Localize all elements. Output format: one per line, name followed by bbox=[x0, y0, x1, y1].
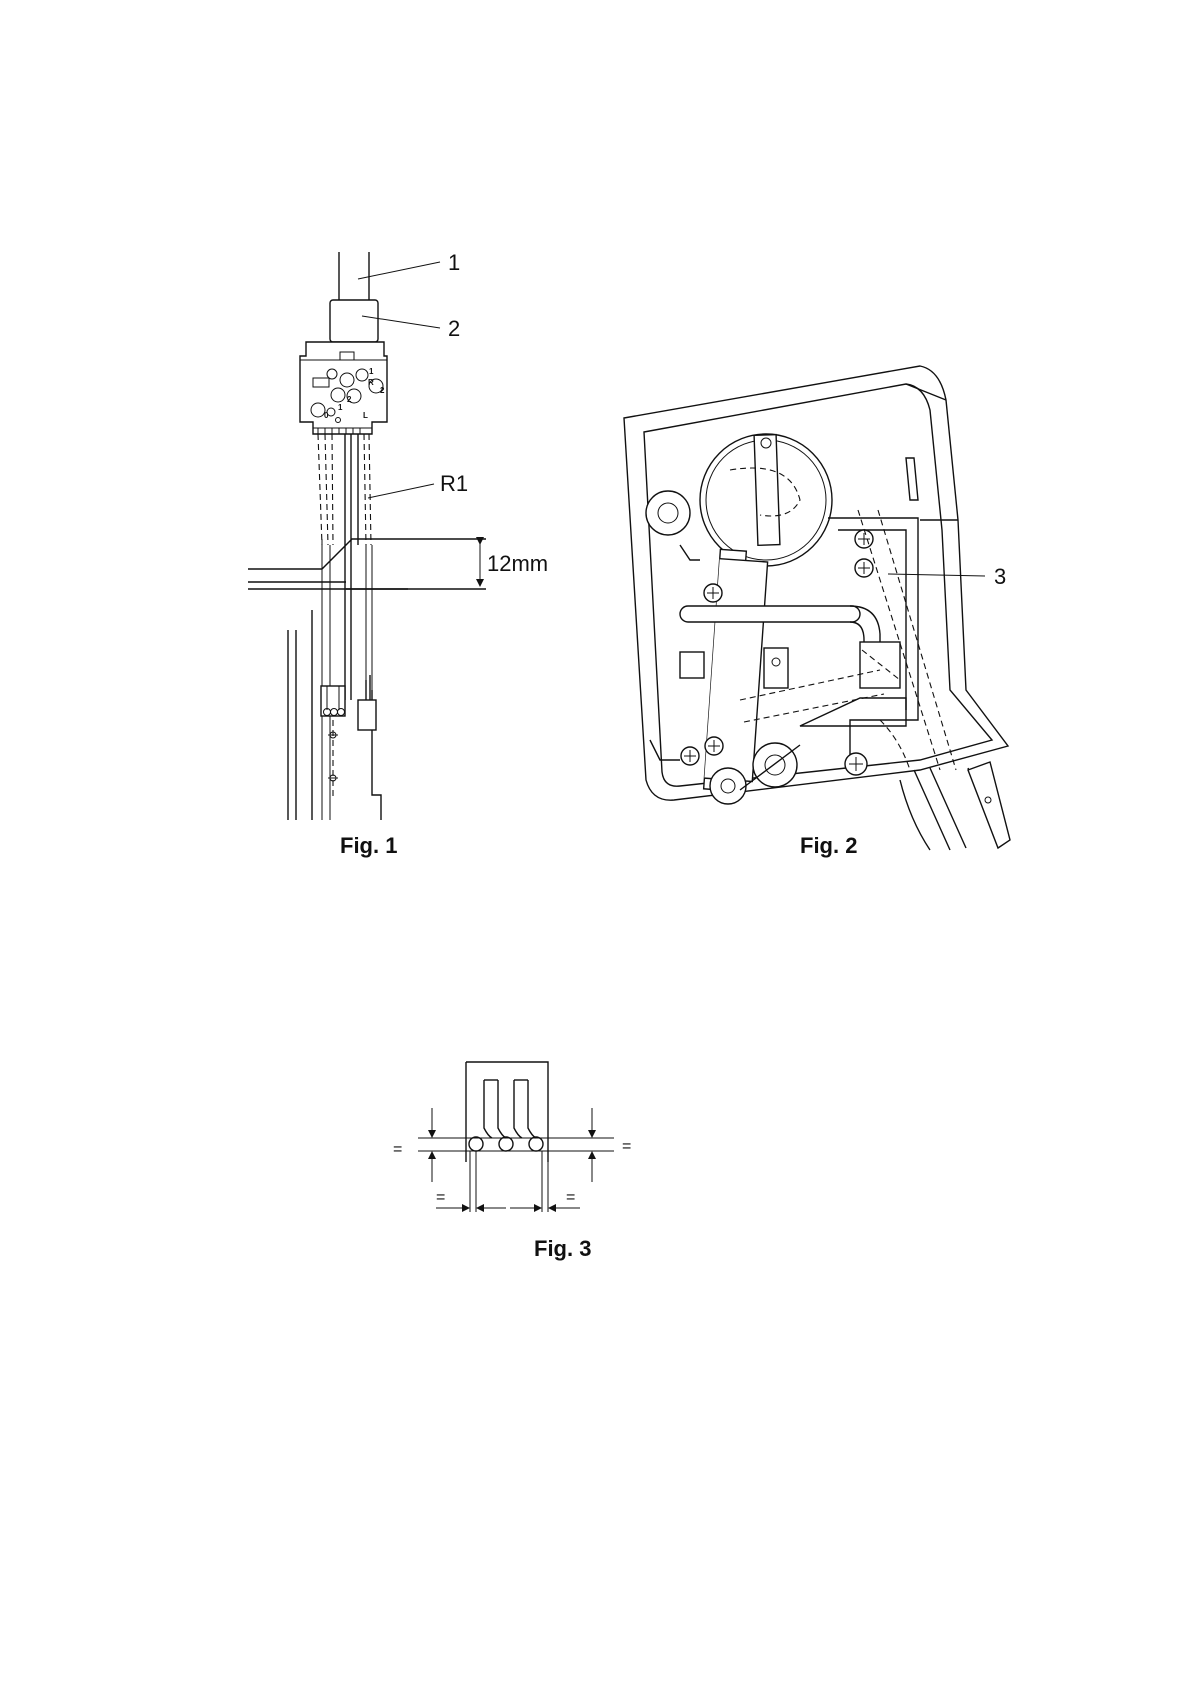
screw-3 bbox=[704, 584, 722, 602]
figure-2-caption: Fig. 2 bbox=[800, 833, 857, 858]
dial-label-r: R bbox=[368, 378, 374, 387]
figure-3-caption: Fig. 3 bbox=[534, 1236, 591, 1261]
vertical-offset-arrows bbox=[432, 1108, 592, 1182]
screw-4 bbox=[705, 737, 723, 755]
left-pulley bbox=[646, 491, 690, 535]
figure-3-foot-alignment: = = = = Fig. 3 bbox=[393, 1062, 631, 1261]
needle-clamp bbox=[330, 300, 378, 342]
dimension-12mm: 12mm bbox=[480, 544, 548, 586]
dial-label-0: 0 bbox=[324, 411, 329, 420]
needle-selector-block: 1 R 2 2 1 0 L bbox=[300, 342, 387, 434]
callout-3: 3 bbox=[994, 564, 1006, 589]
screw-2 bbox=[855, 559, 873, 577]
screw-5 bbox=[681, 747, 699, 765]
equal-mark-bottom-left: = bbox=[436, 1189, 445, 1206]
figure-1-needle-bar-assembly: 1 R 2 2 1 0 L bbox=[248, 250, 548, 858]
needle-bar-lower bbox=[900, 762, 1010, 850]
callout-1: 1 bbox=[448, 250, 460, 275]
equal-mark-bottom-right: = bbox=[566, 1189, 575, 1206]
needle-plate-region bbox=[248, 539, 486, 820]
housing-outline bbox=[624, 366, 1008, 800]
figure-2-mechanism-housing: 3 Fig. 2 bbox=[624, 366, 1010, 858]
dial-label-l: L bbox=[363, 411, 368, 420]
presser-foot-plate bbox=[466, 1062, 548, 1162]
dial-label-1: 1 bbox=[369, 367, 374, 376]
control-dial bbox=[700, 434, 832, 566]
callout-r1: R1 bbox=[440, 471, 468, 496]
needles bbox=[318, 434, 371, 700]
dial-label-2b: 2 bbox=[347, 395, 352, 404]
dial-label-1b: 1 bbox=[338, 403, 343, 412]
screw-1 bbox=[855, 530, 873, 548]
screw-6 bbox=[845, 753, 867, 775]
dimension-label: 12mm bbox=[487, 551, 548, 576]
equal-mark-left: = bbox=[393, 1141, 402, 1158]
needle-bar bbox=[339, 252, 369, 300]
equal-mark-right: = bbox=[622, 1138, 631, 1155]
alignment-lines bbox=[418, 1138, 614, 1212]
dial-label-2: 2 bbox=[380, 386, 385, 395]
callout-2: 2 bbox=[448, 316, 460, 341]
figure-1-caption: Fig. 1 bbox=[340, 833, 397, 858]
